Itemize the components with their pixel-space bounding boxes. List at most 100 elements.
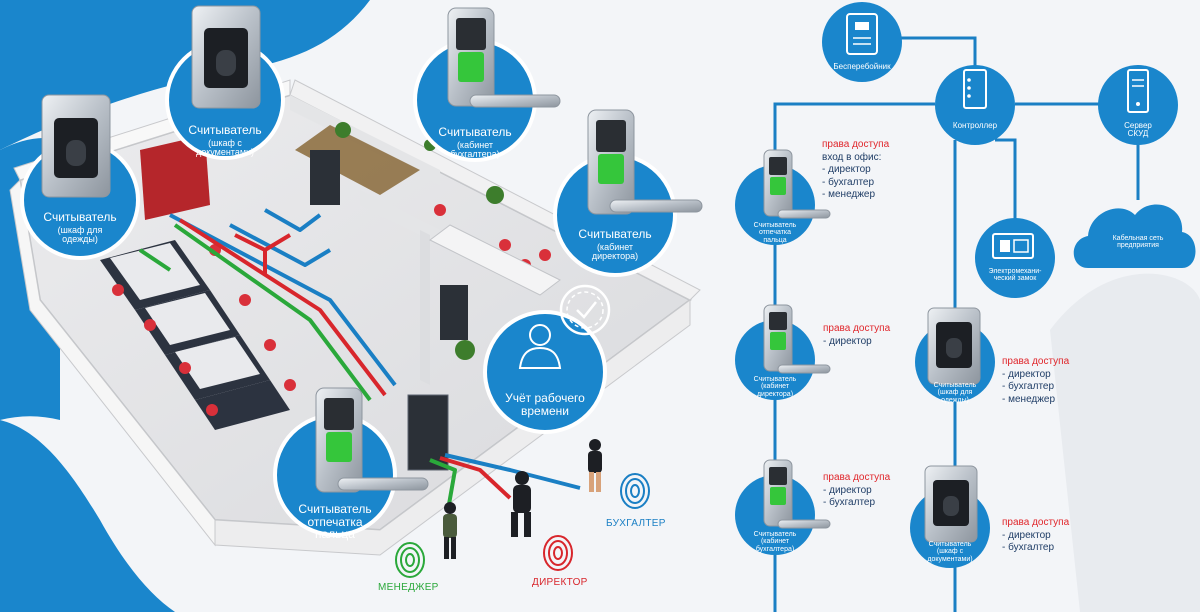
reader-main-line1: Считыватель bbox=[753, 222, 797, 229]
path-green-outside bbox=[429, 458, 457, 511]
access-accountant-line: - директор bbox=[823, 484, 872, 496]
node-reader-docs bbox=[910, 465, 990, 568]
reader-accountant-sub: (кабинет бухгалтера) bbox=[450, 139, 500, 160]
reader-director-label: Считыватель (кабинет директора) bbox=[563, 228, 667, 261]
ups-icon bbox=[846, 13, 878, 55]
node-lock bbox=[975, 218, 1055, 298]
server-label-line1: Сервер bbox=[1124, 121, 1152, 130]
lock-label-line1: Электромехани- bbox=[988, 268, 1042, 275]
access-main-line: - бухгалтер bbox=[822, 176, 875, 188]
reader-clothes-title: Считыватель bbox=[43, 210, 117, 224]
reader-clothes-node-label: Считыватель (шкаф для одежды) bbox=[919, 382, 991, 404]
reader-director-node-label: Считыватель (кабинет директора) bbox=[739, 376, 811, 398]
node-reader-accountant bbox=[735, 459, 831, 555]
reader-docs-node-line1: Считыватель bbox=[928, 541, 972, 548]
access-accountant-line: - бухгалтер bbox=[823, 497, 876, 508]
node-server bbox=[1098, 65, 1178, 145]
reader-director-title: Считыватель bbox=[578, 227, 652, 241]
reader-accountant-node-line2: (кабинет bbox=[760, 538, 790, 546]
role-manager-label: МЕНЕДЖЕР bbox=[378, 582, 439, 593]
reader-docs-node-label: Считыватель (шкаф с документами) bbox=[914, 541, 986, 563]
access-main-line: - директор bbox=[822, 164, 871, 175]
node-reader-main bbox=[735, 149, 831, 245]
interior-wall-3 bbox=[420, 230, 430, 385]
access-main-header: права доступа bbox=[822, 139, 890, 150]
fingerprint-icon-director bbox=[543, 535, 573, 571]
reader-docs-node-line2: (шкаф с bbox=[936, 548, 964, 556]
role-director-label: ДИРЕКТОР bbox=[532, 577, 588, 588]
reader-clothes-node-line1: Считыватель bbox=[933, 382, 977, 389]
bubble-reader-clothes bbox=[20, 94, 140, 260]
cloud-icon bbox=[1073, 204, 1196, 268]
reader-documents-sub: (шкаф с документами) bbox=[195, 137, 255, 158]
person-director bbox=[511, 471, 531, 537]
lock-label-line2: ческий замок bbox=[993, 275, 1037, 283]
path-green bbox=[138, 223, 372, 402]
reader-accountant-node-line1: Считыватель bbox=[753, 531, 797, 538]
cloud-label-line1: Кабельная сеть bbox=[1112, 235, 1164, 242]
path-blue bbox=[169, 208, 397, 387]
lock-icon bbox=[992, 233, 1034, 259]
blue-swoosh-bottom bbox=[0, 420, 175, 612]
node-reader-director bbox=[735, 304, 831, 400]
access-main: права доступа вход в офис: - директор - … bbox=[822, 139, 889, 202]
access-clothes: права доступа - директор - бухгалтер - м… bbox=[1002, 356, 1069, 406]
office-wall-front-right bbox=[214, 299, 691, 556]
time-tracking-line1: Учёт рабочего bbox=[505, 391, 585, 405]
ups-label: Бесперебойник bbox=[833, 62, 891, 71]
bubble-reader-fingerprint bbox=[273, 387, 429, 537]
clock-icon bbox=[559, 284, 611, 336]
time-tracking-line2: времени bbox=[521, 403, 569, 418]
lock-label: Электромехани- ческий замок bbox=[977, 268, 1053, 283]
line-controller-lock bbox=[995, 138, 1017, 230]
node-reader-clothes bbox=[915, 307, 995, 402]
access-director-line: - директор bbox=[823, 335, 872, 347]
access-docs-line: - бухгалтер bbox=[1002, 542, 1055, 553]
reader-documents-title: Считыватель bbox=[188, 123, 262, 137]
access-clothes-line: - бухгалтер bbox=[1002, 381, 1055, 392]
access-paths bbox=[138, 208, 581, 511]
reader-director-node-line1: Считыватель bbox=[753, 376, 797, 383]
conference-table bbox=[429, 224, 561, 296]
access-main-line: - менеджер bbox=[822, 189, 876, 200]
server-label: Сервер СКУД bbox=[1100, 121, 1176, 139]
access-director: права доступа - директор bbox=[823, 323, 890, 348]
path-red-outside bbox=[439, 456, 512, 500]
office-door bbox=[310, 150, 340, 205]
bubble-reader-director bbox=[553, 109, 703, 277]
node-controller bbox=[935, 65, 1015, 145]
node-ups bbox=[822, 2, 902, 82]
access-docs-line: - директор bbox=[1002, 529, 1051, 541]
people bbox=[443, 439, 602, 559]
line-controller-left bbox=[773, 102, 935, 612]
reader-director-node-line2: (кабинет bbox=[760, 383, 790, 391]
meeting-room-floor bbox=[295, 125, 420, 195]
reader-clothes-sub: (шкаф для одежды) bbox=[57, 224, 103, 245]
reader-accountant-title: Считыватель bbox=[438, 125, 512, 139]
person-accountant bbox=[588, 439, 602, 492]
server-icon bbox=[1127, 69, 1149, 113]
reader-fingerprint-label: Считыватель отпечатка пальца bbox=[293, 503, 377, 541]
role-accountant-label: БУХГАЛТЕР bbox=[606, 518, 666, 529]
controller-icon bbox=[963, 69, 987, 109]
office-plants bbox=[335, 122, 504, 360]
path-blue-outside bbox=[444, 453, 581, 490]
director-door bbox=[440, 285, 468, 340]
bubble-reader-accountant bbox=[413, 7, 561, 162]
path-red bbox=[178, 218, 387, 397]
access-clothes-header: права доступа bbox=[1002, 356, 1070, 367]
server-label-line2: СКУД bbox=[1127, 129, 1149, 139]
cloud-label: Кабельная сеть предприятия bbox=[1086, 235, 1190, 250]
access-main-line: вход в офис: bbox=[822, 151, 882, 163]
reader-clothes-label: Считыватель (шкаф для одежды) bbox=[28, 211, 132, 244]
fingerprint-icon-accountant bbox=[620, 473, 650, 509]
access-docs: права доступа - директор - бухгалтер bbox=[1002, 517, 1069, 555]
node-cloud bbox=[1073, 204, 1196, 268]
worker-icon bbox=[518, 324, 562, 369]
reader-documents-label: Считыватель (шкаф с документами) bbox=[173, 124, 277, 157]
person-manager bbox=[443, 502, 457, 559]
reader-docs-node-line3: документами) bbox=[927, 555, 973, 563]
reader-main-line3: пальца bbox=[763, 236, 787, 244]
controller-label: Контроллер bbox=[952, 121, 998, 130]
access-accountant: права доступа - директор - бухгалтер bbox=[823, 472, 890, 510]
